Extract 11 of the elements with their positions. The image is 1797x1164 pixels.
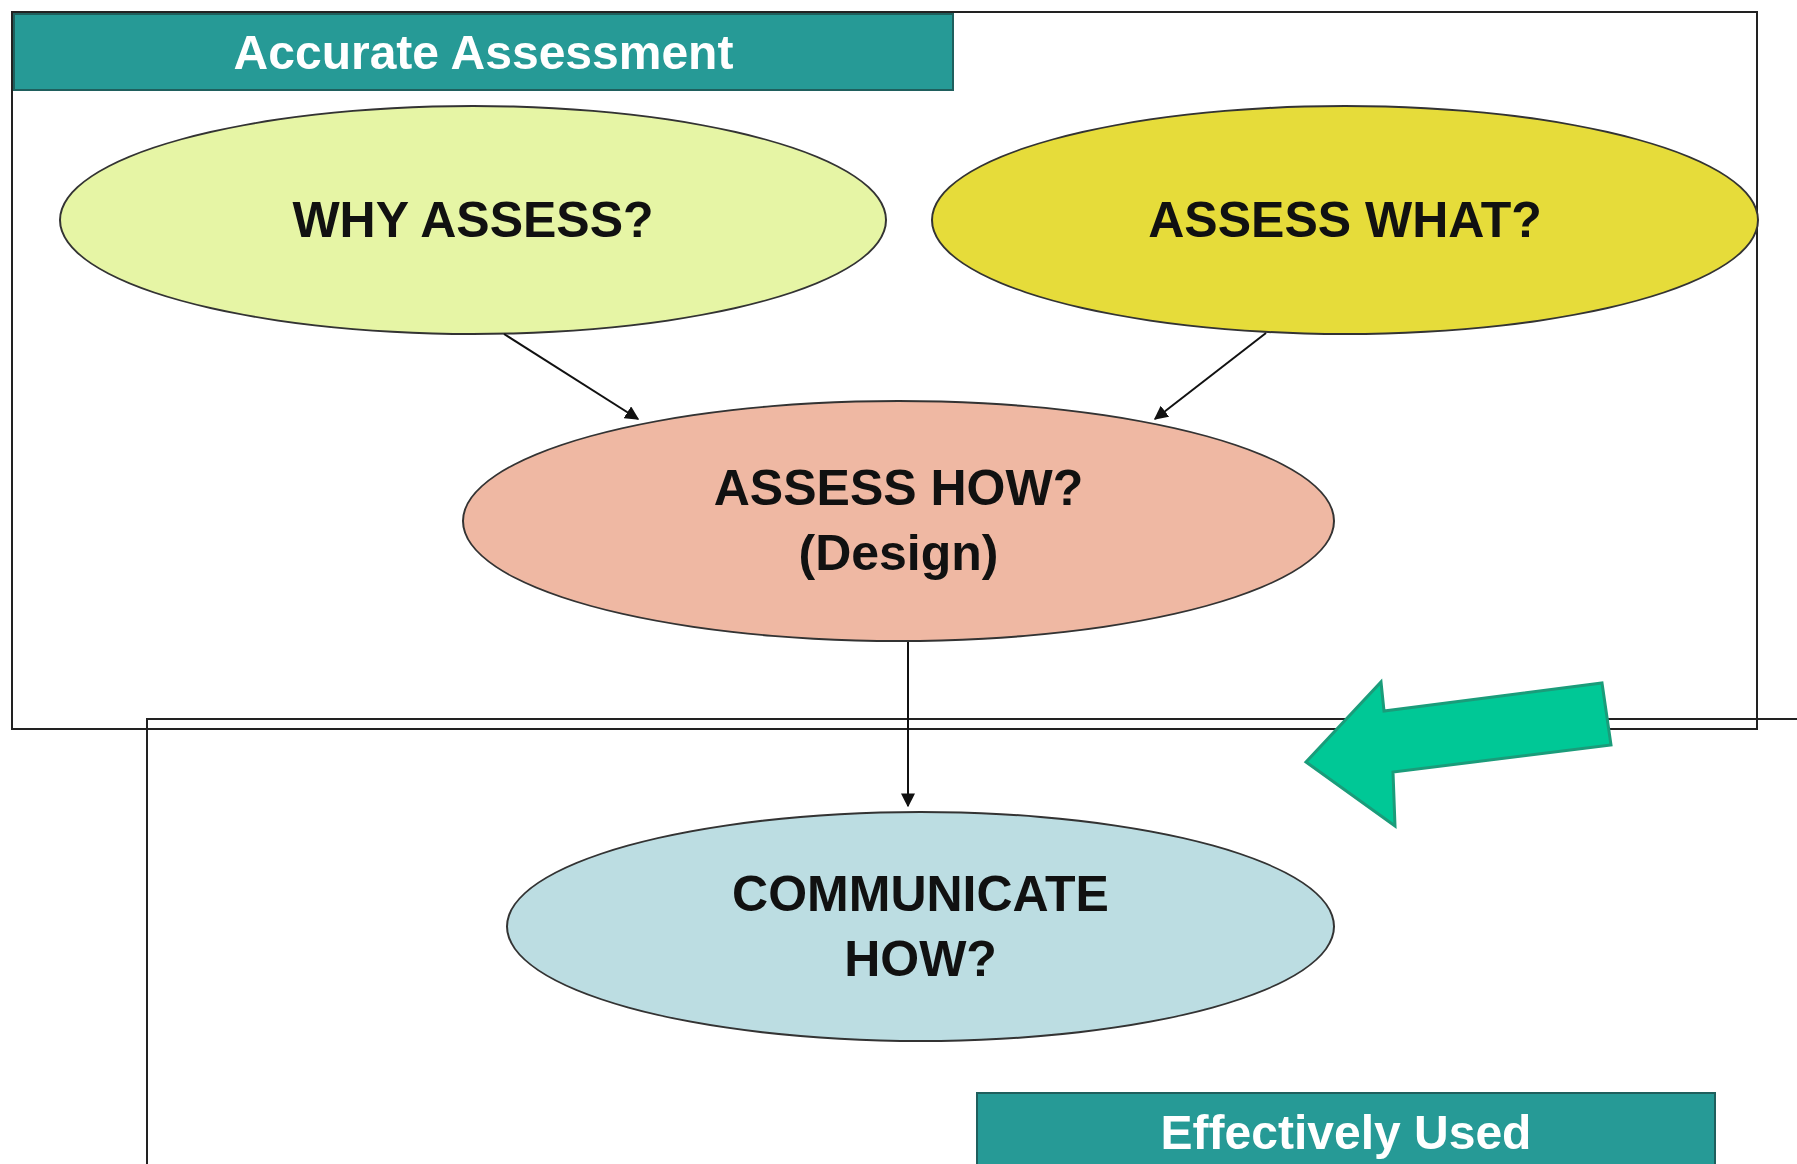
arrow bbox=[1153, 332, 1267, 420]
node-label: ASSESS WHAT? bbox=[1148, 190, 1542, 250]
node-label: WHY ASSESS? bbox=[292, 190, 654, 250]
section-frame bbox=[11, 11, 1758, 730]
arrow bbox=[901, 641, 915, 808]
section-frame bbox=[146, 718, 1797, 1164]
section-heading: Effectively Used bbox=[976, 1092, 1716, 1164]
node-label: COMMUNICATE HOW? bbox=[731, 864, 1110, 989]
node-label: ASSESS HOW? (Design) bbox=[712, 459, 1085, 583]
section-heading: Accurate Assessment bbox=[13, 13, 954, 91]
arrow bbox=[503, 333, 640, 420]
